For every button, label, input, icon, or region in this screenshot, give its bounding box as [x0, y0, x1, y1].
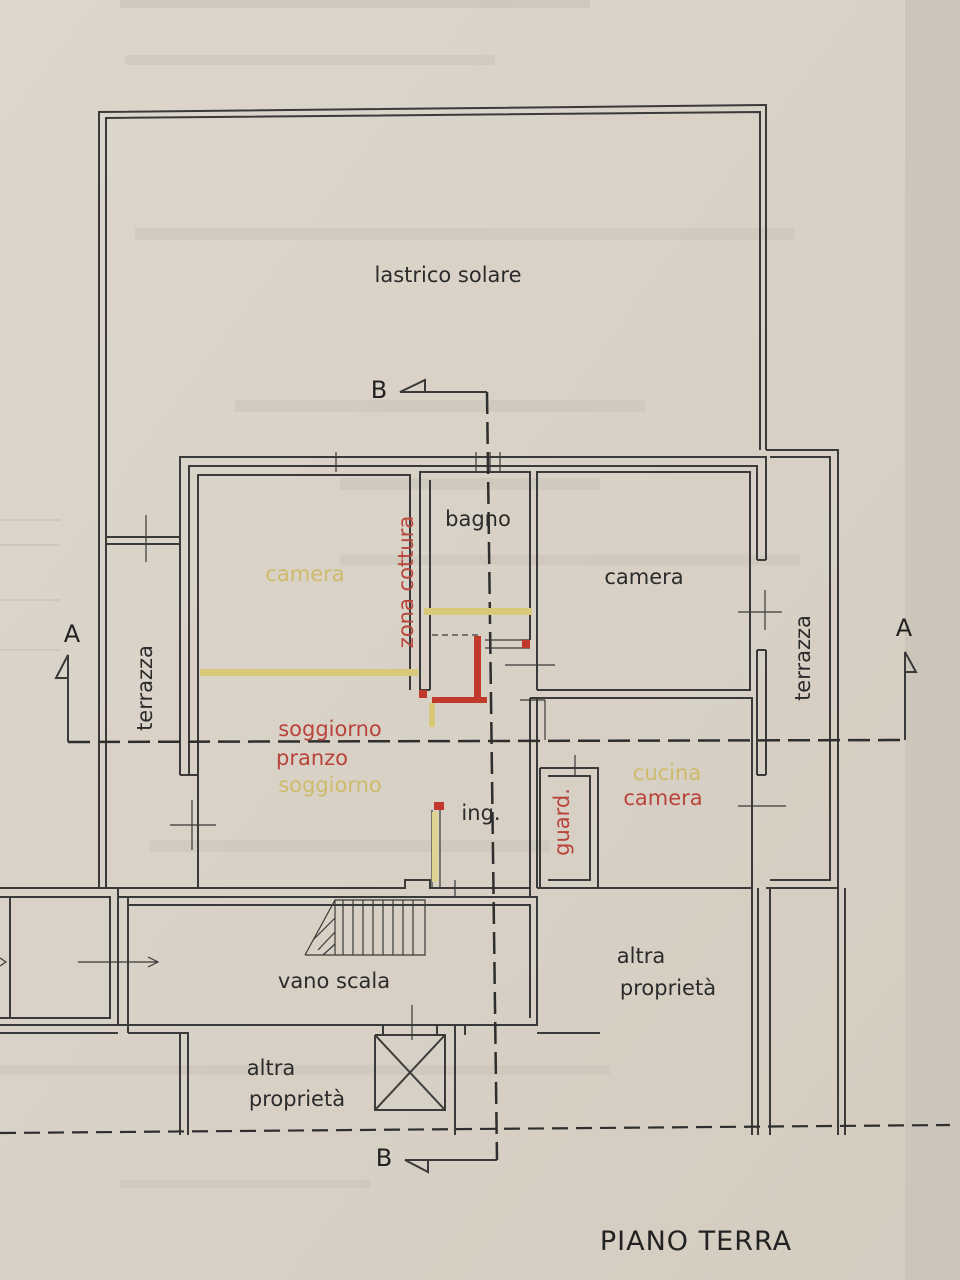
terrazza-left-label: terrazza: [133, 645, 157, 731]
section-lines: [0, 378, 951, 1174]
new-construction-marks: [419, 636, 530, 810]
section-b-bottom-label: B: [376, 1144, 392, 1172]
altra-proprieta-right-line1: altra: [617, 944, 665, 968]
vano-scala-label: vano scala: [278, 969, 390, 993]
ingresso-label: ing.: [461, 801, 500, 825]
altra-proprieta-right-line2: proprietà: [620, 976, 716, 1000]
zona-cottura-label: zona cottura: [394, 516, 418, 648]
demolition-marks: [200, 608, 532, 882]
paper-edge: [905, 0, 960, 1280]
altra-proprieta-bottom-line2: proprietà: [249, 1087, 345, 1111]
lastrico-solare-label: lastrico solare: [375, 263, 522, 287]
roof-terrace-outline: [98, 103, 767, 888]
plan-title: PIANO TERRA: [600, 1226, 792, 1257]
bagno-label: bagno: [445, 507, 511, 531]
stair-block: [0, 887, 538, 1034]
camera-new-label: camera: [623, 786, 702, 810]
altra-proprieta-bottom-line1: altra: [247, 1056, 295, 1080]
terrazza-right-label: terrazza: [791, 615, 815, 701]
apartment-walls: [179, 452, 767, 898]
camera-old-label: camera: [265, 562, 344, 586]
soggiorno-old-label: soggiorno: [278, 773, 382, 797]
guardaroba-label: guard.: [550, 788, 574, 856]
bleed-through-marks: [0, 0, 590, 651]
neighbouring-properties: [128, 888, 846, 1135]
pranzo-label: pranzo: [276, 746, 348, 770]
soggiorno-new-label: soggiorno: [278, 717, 382, 741]
section-a-left-label: A: [64, 620, 81, 648]
section-a-right-label: A: [896, 614, 913, 642]
cucina-old-label: cucina: [633, 761, 701, 785]
terraces: [106, 449, 839, 889]
camera-right-label: camera: [604, 565, 683, 589]
section-b-top-label: B: [371, 376, 387, 404]
